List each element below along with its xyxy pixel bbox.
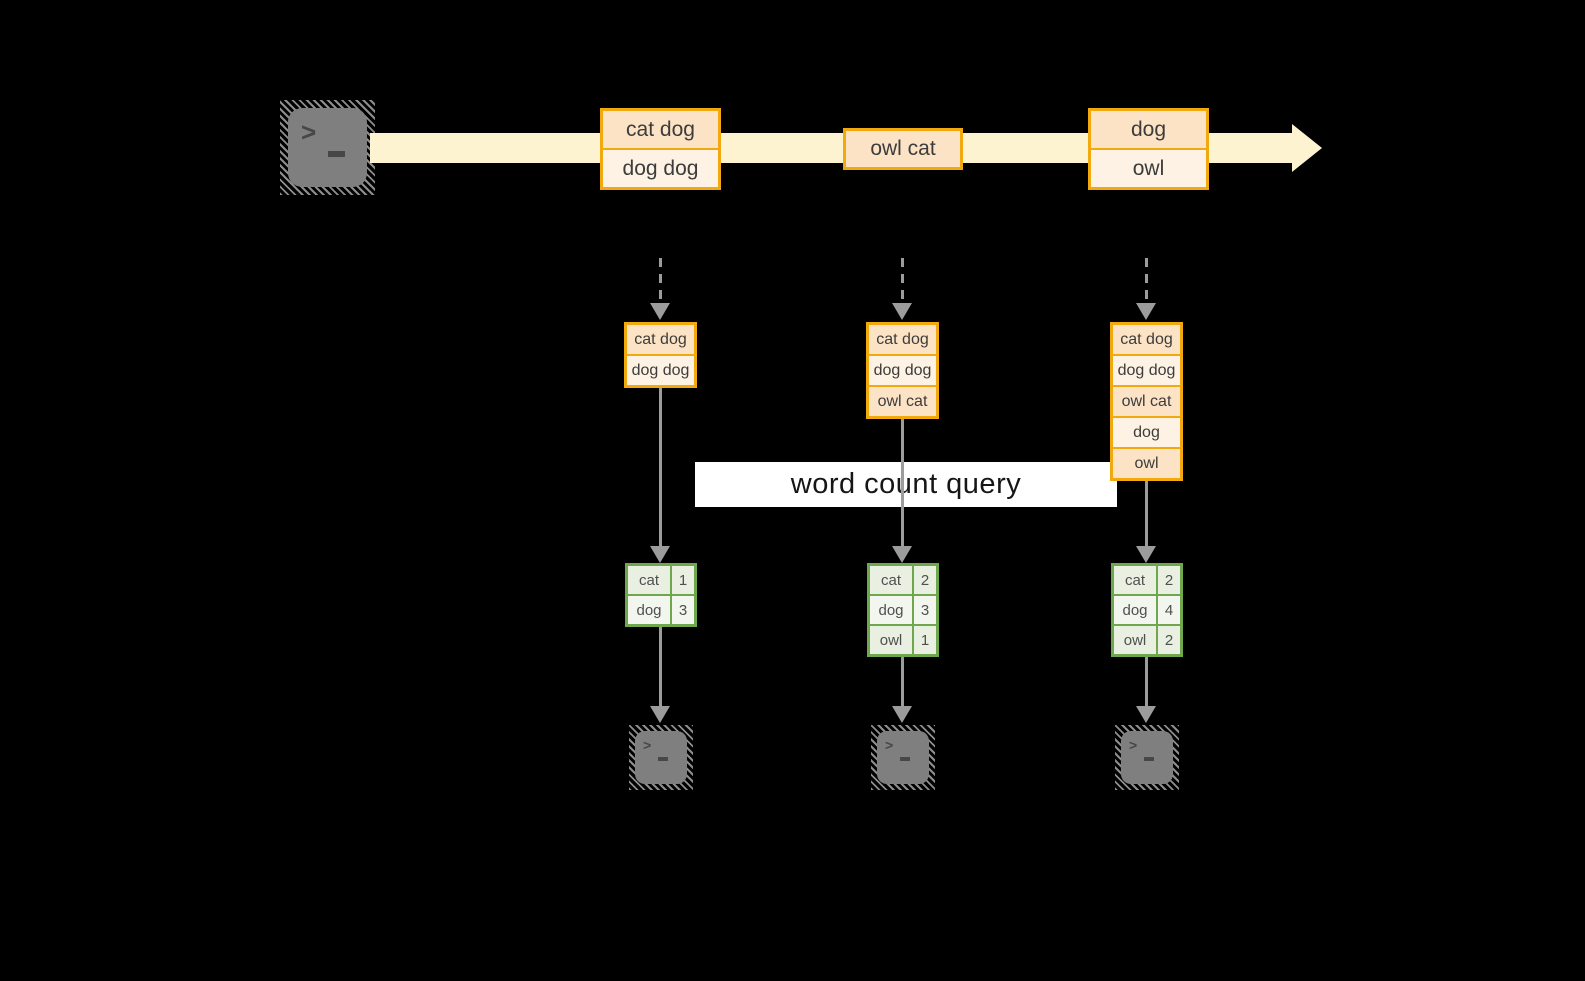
dashed-arrow-line-2	[901, 258, 904, 304]
terminal-icon-body: >	[1121, 731, 1173, 784]
terminal-prompt-underscore	[900, 757, 910, 761]
stream-timeline-arrowhead	[1292, 124, 1322, 172]
word-cell: owl	[1114, 626, 1158, 654]
table-row: cat 2	[1114, 566, 1180, 594]
terminal-prompt-chevron: >	[885, 737, 894, 753]
count-cell: 4	[1164, 601, 1174, 619]
event-box-1: cat dog dog dog	[600, 108, 721, 190]
arrow-head-table-to-sink-3	[1136, 706, 1156, 723]
event-cell: owl cat	[846, 131, 960, 167]
dashed-arrow-line-1	[659, 258, 662, 304]
table-row: dog 3	[870, 594, 936, 624]
arrow-line-batch-to-table-2	[901, 419, 904, 546]
table-row: dog 3	[628, 594, 694, 624]
event-cell: dog	[1091, 111, 1206, 148]
event-cell: dog dog	[603, 148, 718, 187]
batch-box-3: cat dog dog dog owl cat dog owl	[1110, 322, 1183, 481]
table-row: cat 1	[628, 566, 694, 594]
query-label: word count query	[695, 462, 1117, 507]
terminal-icon-body: >	[635, 731, 687, 784]
terminal-prompt-underscore	[1144, 757, 1154, 761]
word-cell: cat	[628, 566, 672, 594]
batch-item: owl cat	[1113, 385, 1180, 416]
word-cell: owl	[870, 626, 914, 654]
dashed-arrow-head-2	[892, 303, 912, 320]
table-row: owl 2	[1114, 624, 1180, 654]
batch-box-2: cat dog dog dog owl cat	[866, 322, 939, 419]
batch-item: owl	[1113, 447, 1180, 478]
arrow-head-batch-to-table-3	[1136, 546, 1156, 563]
wordcount-table-1: cat 1 dog 3	[625, 563, 697, 627]
arrow-head-batch-to-table-1	[650, 546, 670, 563]
arrow-head-batch-to-table-2	[892, 546, 912, 563]
dashed-arrow-head-3	[1136, 303, 1156, 320]
batch-item: cat dog	[627, 325, 694, 354]
terminal-icon-source: >	[280, 100, 375, 195]
terminal-prompt-chevron: >	[301, 117, 317, 147]
wordcount-table-3: cat 2 dog 4 owl 2	[1111, 563, 1183, 657]
dashed-arrow-head-1	[650, 303, 670, 320]
count-cell: 3	[920, 601, 930, 619]
event-cell: cat dog	[603, 111, 718, 148]
arrow-line-batch-to-table-1	[659, 388, 662, 546]
batch-item: owl cat	[869, 385, 936, 416]
table-row: dog 4	[1114, 594, 1180, 624]
terminal-icon-body: >	[877, 731, 929, 784]
arrow-line-batch-to-table-3	[1145, 481, 1148, 546]
count-cell: 1	[678, 571, 688, 589]
table-row: cat 2	[870, 566, 936, 594]
terminal-icon-sink-1: >	[629, 725, 693, 790]
terminal-prompt-chevron: >	[1129, 737, 1138, 753]
count-cell: 2	[1164, 631, 1174, 649]
arrow-line-table-to-sink-2	[901, 657, 904, 706]
terminal-icon-body: >	[288, 108, 367, 187]
event-cell: owl	[1091, 148, 1206, 187]
event-box-2: owl cat	[843, 128, 963, 170]
arrow-line-table-to-sink-3	[1145, 657, 1148, 706]
word-cell: dog	[628, 596, 672, 624]
batch-item: dog dog	[1113, 354, 1180, 385]
dashed-arrow-line-3	[1145, 258, 1148, 304]
terminal-prompt-chevron: >	[643, 737, 652, 753]
batch-item: dog dog	[869, 354, 936, 385]
wordcount-table-2: cat 2 dog 3 owl 1	[867, 563, 939, 657]
arrow-head-table-to-sink-2	[892, 706, 912, 723]
arrow-head-table-to-sink-1	[650, 706, 670, 723]
batch-item: dog dog	[627, 354, 694, 385]
event-box-3: dog owl	[1088, 108, 1209, 190]
arrow-line-table-to-sink-1	[659, 627, 662, 706]
count-cell: 2	[1164, 571, 1174, 589]
word-cell: dog	[1114, 596, 1158, 624]
batch-box-1: cat dog dog dog	[624, 322, 697, 388]
count-cell: 3	[678, 601, 688, 619]
terminal-icon-sink-3: >	[1115, 725, 1179, 790]
count-cell: 2	[920, 571, 930, 589]
word-cell: dog	[870, 596, 914, 624]
batch-item: cat dog	[869, 325, 936, 354]
batch-item: dog	[1113, 416, 1180, 447]
word-cell: cat	[1114, 566, 1158, 594]
terminal-prompt-underscore	[658, 757, 668, 761]
batch-item: cat dog	[1113, 325, 1180, 354]
word-cell: cat	[870, 566, 914, 594]
terminal-prompt-underscore	[328, 151, 345, 157]
table-row: owl 1	[870, 624, 936, 654]
count-cell: 1	[920, 631, 930, 649]
terminal-icon-sink-2: >	[871, 725, 935, 790]
